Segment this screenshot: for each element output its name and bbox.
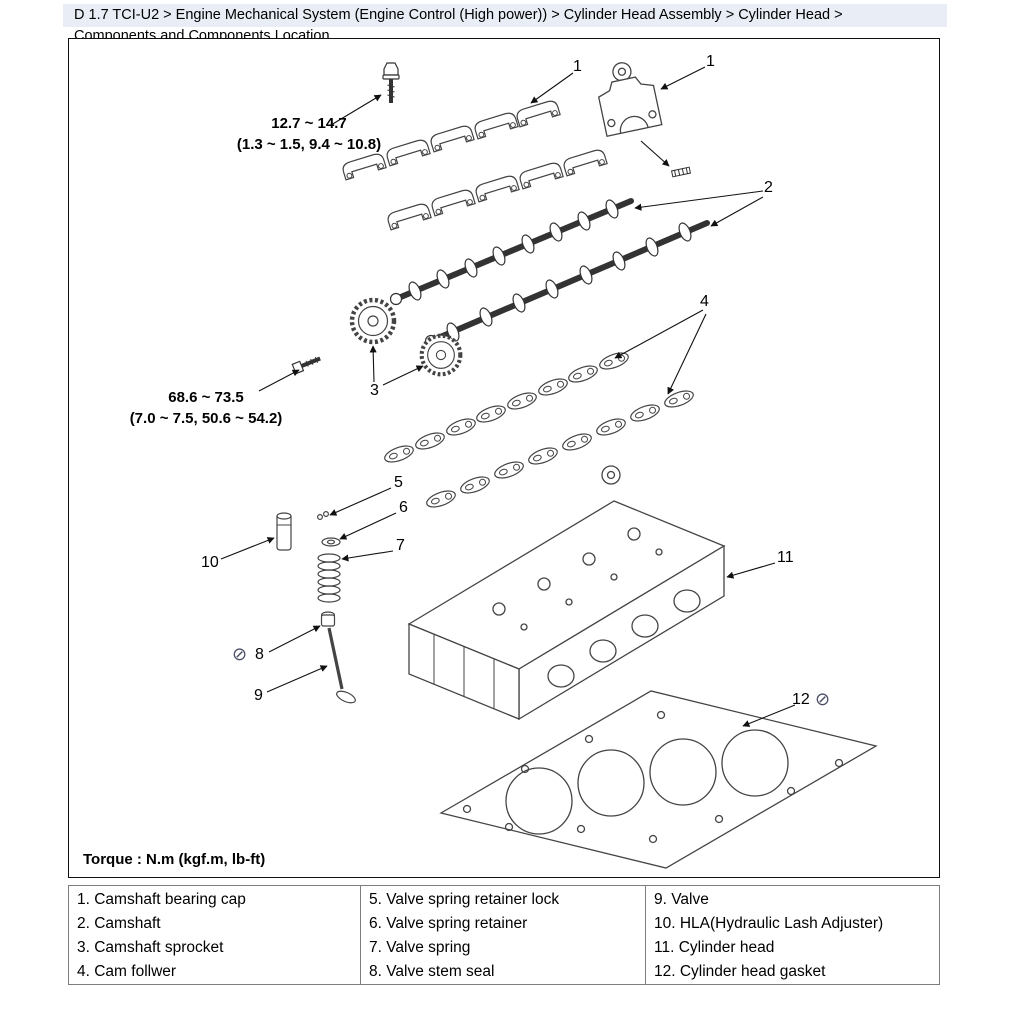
callout-1: 1: [573, 58, 582, 75]
parts-list-item: 3. Camshaft sprocket: [77, 939, 224, 956]
sprocket-bolt-drawing: [291, 356, 321, 375]
callout-8: 8: [255, 646, 264, 663]
parts-list-item: 10. HLA(Hydraulic Lash Adjuster): [654, 915, 884, 932]
torque-unit-note: Torque : N.m (kgf.m, lb-ft): [83, 851, 266, 868]
callout-3: 3: [370, 382, 379, 399]
parts-column: 9. Valve 10. HLA(Hydraulic Lash Adjuster…: [646, 886, 939, 984]
parts-table: 1. Camshaft bearing cap 2. Camshaft 3. C…: [68, 885, 940, 985]
no-reuse-icon: ⊘: [815, 689, 831, 709]
parts-list-item: 8. Valve stem seal: [369, 963, 495, 980]
diagram-panel: 12.7 ~ 14.7 (1.3 ~ 1.5, 9.4 ~ 10.8) 68.6…: [68, 38, 940, 878]
parts-list-item: 5. Valve spring retainer lock: [369, 891, 560, 908]
breadcrumb[interactable]: D 1.7 TCI-U2 > Engine Mechanical System …: [63, 4, 947, 27]
bearing-cap-bolt-drawing: [382, 62, 400, 103]
leader-lines: [220, 66, 796, 727]
callout-7: 7: [396, 537, 405, 554]
parts-list-item: 1. Camshaft bearing cap: [77, 891, 246, 908]
valvetrain-parts-drawing: [276, 511, 356, 704]
camshafts-drawing: [389, 197, 710, 348]
torque-value: 12.7 ~ 14.7: [271, 115, 347, 132]
callout-11: 11: [777, 549, 794, 566]
parts-list-item: 9. Valve: [654, 891, 709, 908]
torque-detail: (7.0 ~ 7.5, 50.6 ~ 54.2): [129, 410, 283, 427]
torque-value: 68.6 ~ 73.5: [168, 389, 244, 406]
cam-followers-drawing: [382, 349, 696, 511]
torque-detail: (1.3 ~ 1.5, 9.4 ~ 10.8): [236, 136, 382, 153]
end-bearing-cap-drawing: [597, 62, 663, 138]
callout-5: 5: [394, 474, 403, 491]
small-screw-drawing: [670, 166, 692, 178]
no-reuse-icon: ⊘: [232, 644, 248, 664]
head-gasket-drawing: [439, 690, 878, 869]
parts-list-item: 7. Valve spring: [369, 939, 471, 956]
callout-4: 4: [700, 293, 709, 310]
parts-list-item: 2. Camshaft: [77, 915, 161, 932]
breadcrumb-text[interactable]: D 1.7 TCI-U2 > Engine Mechanical System …: [74, 7, 843, 23]
parts-column: 1. Camshaft bearing cap 2. Camshaft 3. C…: [69, 886, 361, 984]
parts-list-item: 4. Cam follwer: [77, 963, 177, 980]
callout-2: 2: [764, 179, 773, 196]
callout-12: 12: [792, 691, 810, 708]
torque-spec-sprocket-bolt: 68.6 ~ 73.5 (7.0 ~ 7.5, 50.6 ~ 54.2): [121, 387, 291, 429]
parts-list-item: 11. Cylinder head: [654, 939, 775, 956]
callout-1: 1: [706, 53, 715, 70]
callout-6: 6: [399, 499, 408, 516]
camshaft-sprockets-drawing: [352, 300, 460, 374]
cylinder-head-drawing: [407, 465, 726, 721]
parts-column: 5. Valve spring retainer lock 6. Valve s…: [361, 886, 646, 984]
callout-9: 9: [254, 687, 263, 704]
parts-list-item: 12. Cylinder head gasket: [654, 963, 826, 980]
parts-list-item: 6. Valve spring retainer: [369, 915, 528, 932]
callout-10: 10: [201, 554, 219, 571]
exploded-view-diagram: [220, 62, 878, 869]
torque-spec-bearing-cap-bolt: 12.7 ~ 14.7 (1.3 ~ 1.5, 9.4 ~ 10.8): [224, 113, 394, 155]
